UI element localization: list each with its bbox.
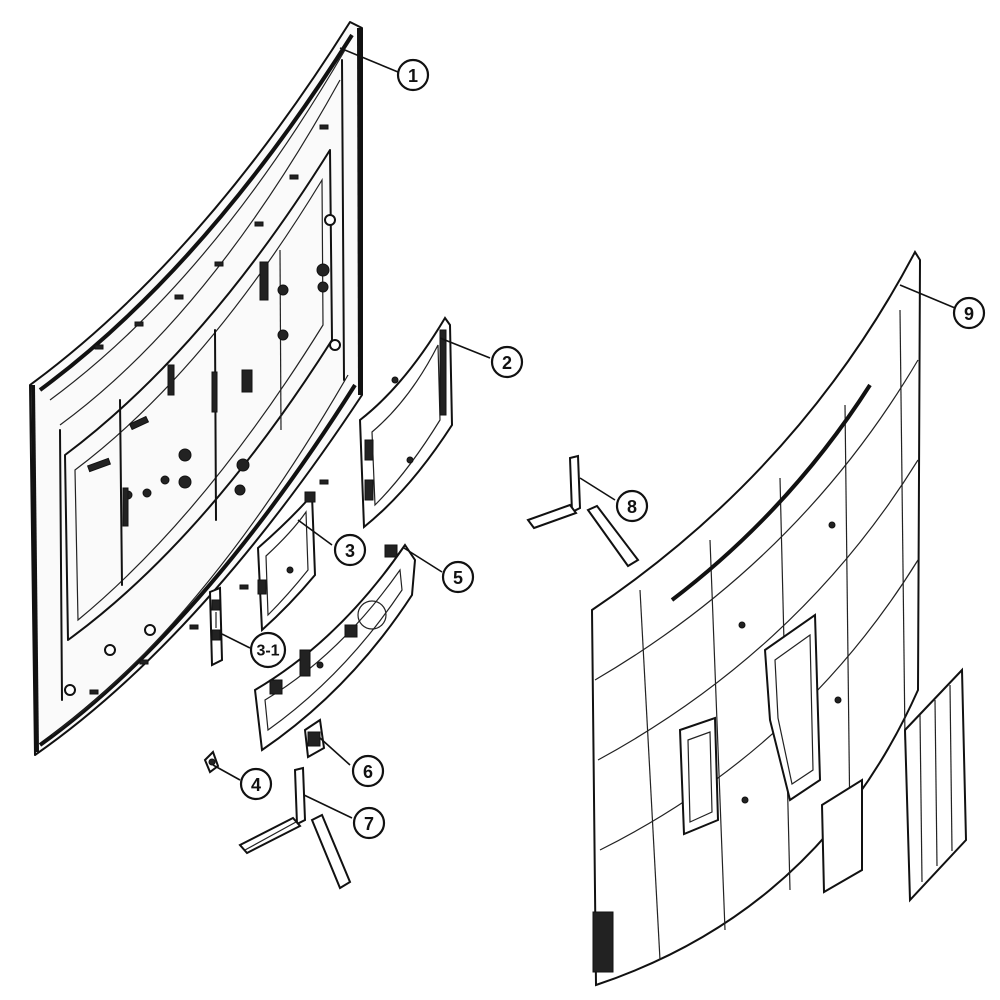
callout-8: 8 [615, 489, 649, 523]
cover-panel-small [820, 778, 863, 894]
callout-9: 9 [952, 296, 986, 330]
cover-panel-large [903, 667, 968, 903]
part-6-connector [303, 718, 326, 759]
callout-label-3: 3 [345, 541, 355, 561]
callout-3: 3 [333, 533, 367, 567]
part-2-main-board [358, 316, 454, 530]
callout-label-7: 7 [364, 814, 374, 834]
callout-4: 4 [239, 767, 273, 801]
callout-label-2: 2 [502, 353, 512, 373]
part-9-rear-cover [590, 249, 922, 987]
part-3-1-bracket [208, 586, 224, 667]
callout-7: 7 [352, 806, 386, 840]
callout-label-9: 9 [964, 304, 974, 324]
leader-lines [212, 47, 956, 819]
part-4-clip [203, 750, 220, 774]
callout-3-1: 3-1 [249, 631, 287, 669]
callout-label-8: 8 [627, 497, 637, 517]
callout-2: 2 [490, 345, 524, 379]
callout-5: 5 [441, 560, 475, 594]
part-7-stand-leg [238, 766, 352, 890]
part-3-power-board [256, 491, 317, 633]
callout-1: 1 [396, 58, 430, 92]
callout-label-4: 4 [251, 775, 261, 795]
callout-label-6: 6 [363, 762, 373, 782]
callout-label-5: 5 [453, 568, 463, 588]
part-8-stand-leg [526, 454, 640, 568]
callout-label-1: 1 [408, 66, 418, 86]
part-5-stand-bracket [253, 543, 417, 752]
callout-label-3-1: 3-1 [256, 643, 279, 660]
part-1-rear-chassis [29, 21, 363, 756]
callout-6: 6 [351, 754, 385, 788]
